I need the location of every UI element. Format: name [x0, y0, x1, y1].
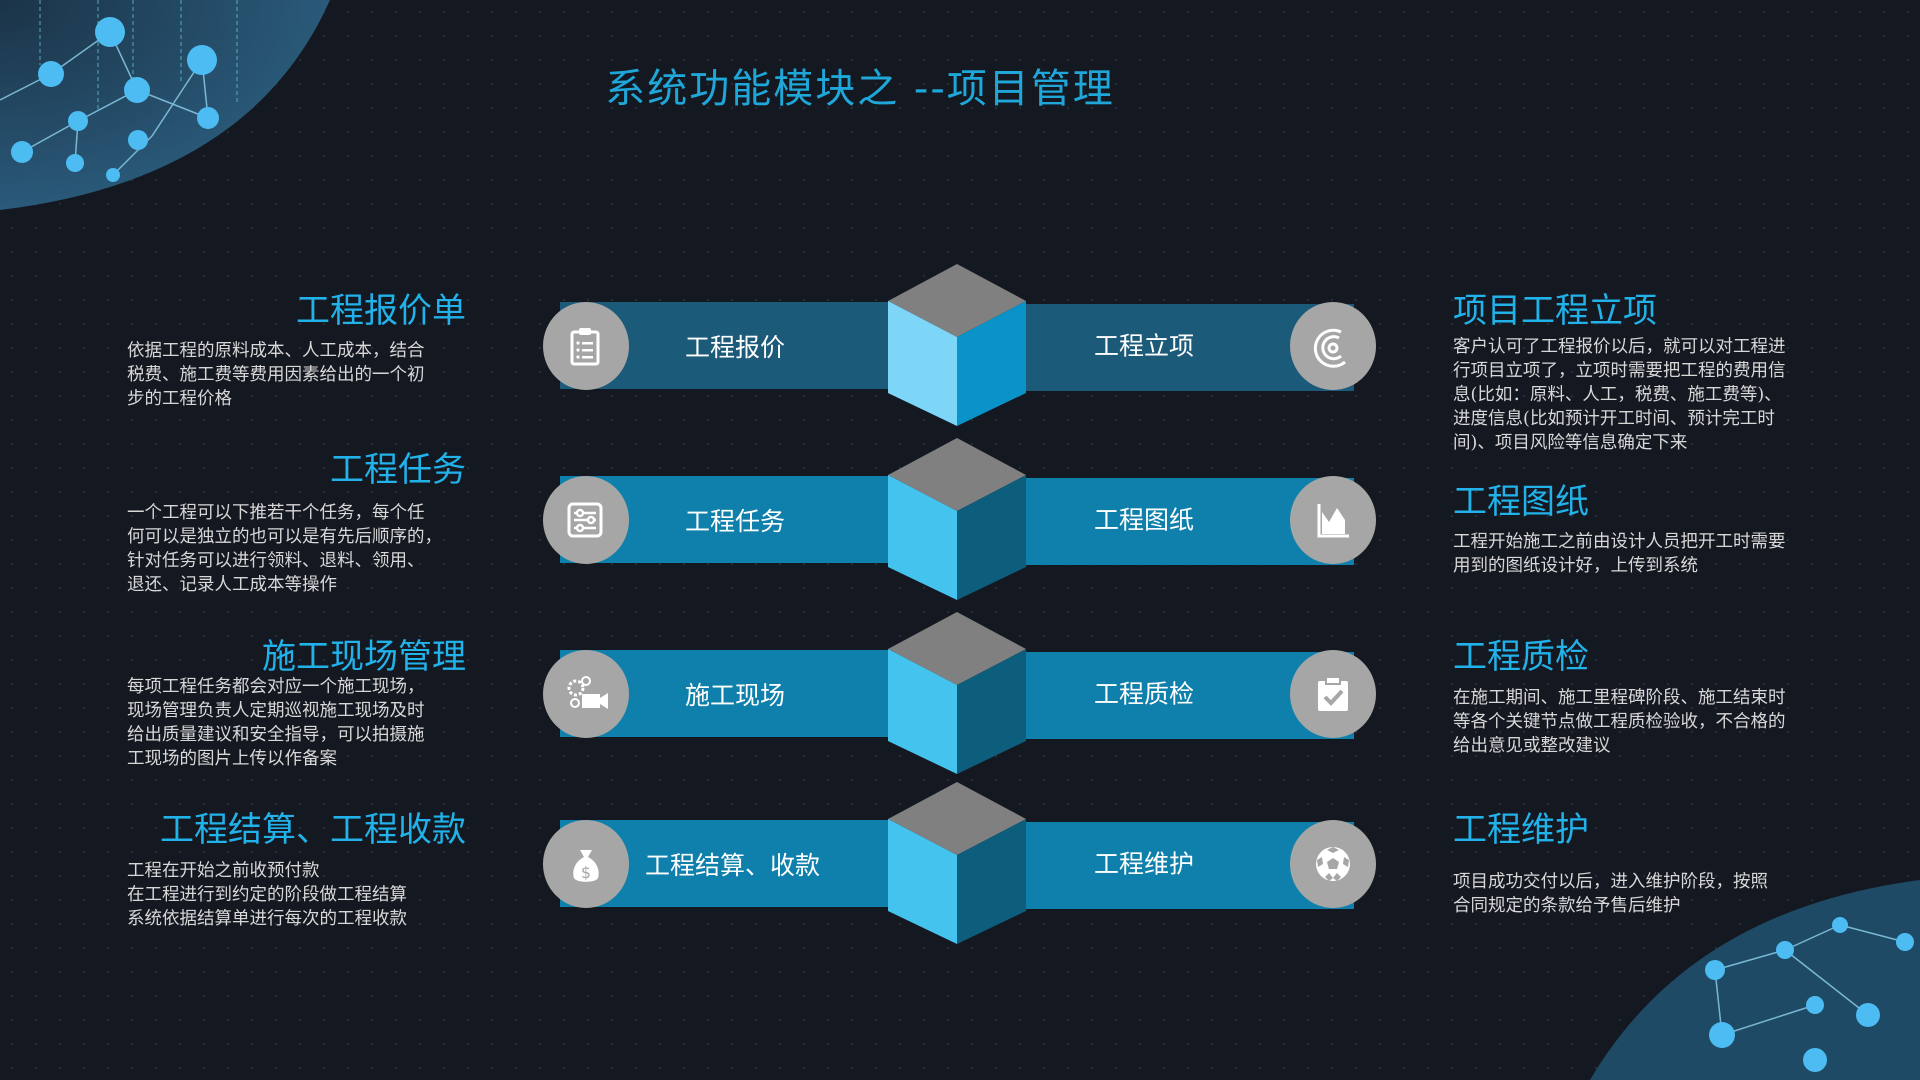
left-heading-1: 工程报价单 — [296, 291, 466, 331]
module-label: 工程任务 — [685, 506, 786, 536]
right-heading-1: 项目工程立项 — [1453, 291, 1657, 331]
module-3-left-badge[interactable] — [543, 650, 629, 738]
module-4-right-badge[interactable] — [1290, 820, 1376, 908]
clipboard-list-icon — [570, 328, 600, 366]
page-title: 系统功能模块之 --项目管理 — [605, 66, 1115, 112]
module-label: 工程报价 — [685, 332, 786, 362]
network-globe-top-left — [0, 0, 330, 210]
left-heading-3: 施工现场管理 — [262, 637, 466, 677]
right-desc-3: 在施工期间、施工里程碑阶段、施工结束时等各个关键节点做工程质检验收，不合格的给出… — [1453, 688, 1786, 756]
module-1-left-badge[interactable] — [543, 302, 629, 390]
gears-camera-icon — [567, 676, 608, 709]
module-label: 工程立项 — [1094, 330, 1195, 360]
module-3-right-badge[interactable] — [1290, 650, 1376, 738]
right-heading-3: 工程质检 — [1453, 637, 1589, 677]
right-desc-1: 客户认可了工程报价以后，就可以对工程进行项目立项了，立项时需要把工程的费用信息(… — [1453, 337, 1786, 453]
module-2-right-badge[interactable] — [1290, 476, 1376, 564]
module-4-cube — [888, 782, 1026, 944]
radar-icon — [1313, 328, 1346, 368]
left-desc-3: 每项工程任务都会对应一个施工现场，现场管理负责人定期巡视施工现场及时给出质量建议… — [127, 677, 425, 769]
left-desc-2: 一个工程可以下推若干个任务，每个任何可以是独立的也可以是有先后顺序的，针对任务可… — [127, 503, 442, 595]
module-label: 工程图纸 — [1094, 504, 1195, 534]
money-bag-icon: $ — [573, 850, 599, 882]
svg-text:$: $ — [581, 863, 591, 882]
module-label: 工程结算、收款 — [645, 850, 821, 880]
right-desc-4: 项目成功交付以后，进入维护阶段，按照合同规定的条款给予售后维护 — [1453, 872, 1768, 916]
network-globe-bottom-right — [1590, 880, 1920, 1080]
soccer-ball-icon — [1316, 847, 1350, 881]
module-1-cube — [888, 264, 1026, 426]
clipboard-check-icon — [1318, 676, 1348, 711]
module-4-left-badge[interactable]: $ — [543, 820, 629, 908]
module-2-cube — [888, 438, 1026, 600]
right-heading-2: 工程图纸 — [1453, 482, 1589, 522]
right-desc-2: 工程开始施工之前由设计人员把开工时需要用到的图纸设计好，上传到系统 — [1453, 532, 1786, 576]
module-3-cube — [888, 612, 1026, 774]
left-desc-1: 依据工程的原料成本、人工成本，结合税费、施工费等费用因素给出的一个初步的工程价格 — [127, 341, 425, 409]
left-heading-2: 工程任务 — [330, 450, 466, 490]
module-label: 工程维护 — [1094, 848, 1195, 878]
area-chart-icon — [1317, 504, 1349, 538]
module-label: 工程质检 — [1094, 678, 1195, 708]
sliders-icon — [567, 502, 603, 538]
right-heading-4: 工程维护 — [1453, 810, 1589, 850]
left-heading-4: 工程结算、工程收款 — [160, 810, 466, 850]
left-desc-4: 工程在开始之前收预付款在工程进行到约定的阶段做工程结算系统依据结算单进行每次的工… — [127, 861, 407, 929]
module-1-right-badge[interactable] — [1290, 302, 1376, 390]
module-label: 施工现场 — [685, 680, 786, 710]
module-2-left-badge[interactable] — [543, 476, 629, 564]
